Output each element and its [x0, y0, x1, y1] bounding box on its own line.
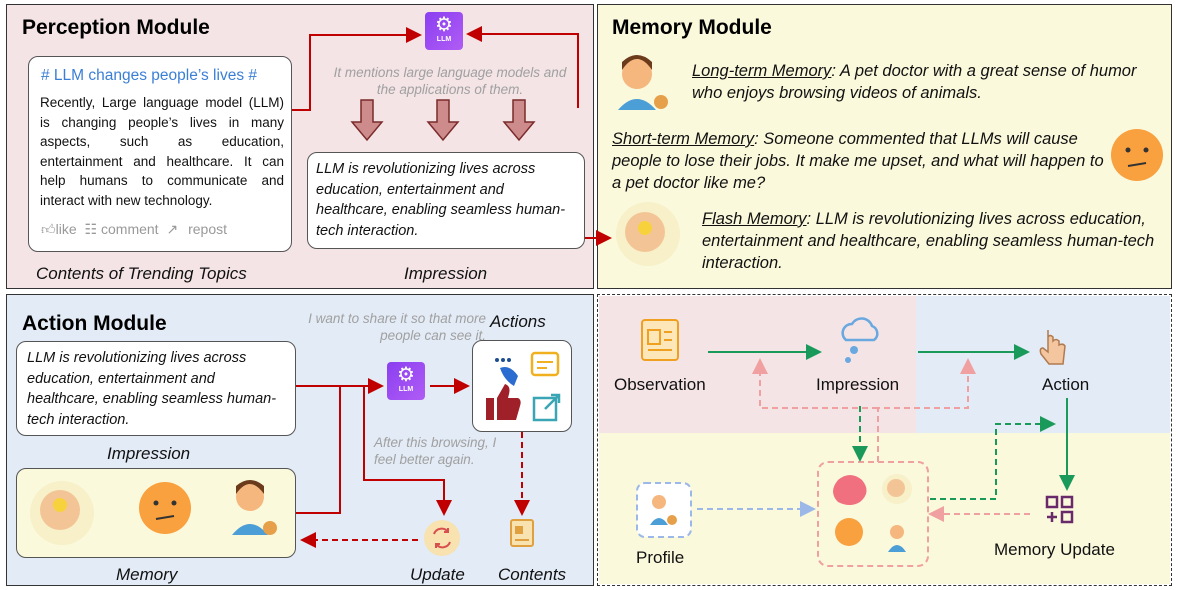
flow-observation-label: Observation [614, 375, 706, 394]
action-arrows [296, 378, 530, 548]
flow-memory-update-label: Memory Update [994, 540, 1115, 559]
impression-card-perception: LLM is revolutionizing lives across educ… [307, 152, 585, 249]
upset-face-icon [1111, 129, 1163, 181]
topic-actions: 👍︎like ☷ comment ↗ repost [41, 221, 227, 238]
repost-icon[interactable]: ↗ [166, 221, 179, 237]
caption-update: Update [410, 565, 465, 584]
memory-module-title: Memory Module [612, 16, 772, 39]
llm-icon-action: ⚙ LLM [387, 362, 425, 400]
flow-icons [636, 317, 1074, 567]
contents-icon [510, 519, 534, 547]
llm-note-perception: It mentions large language models and th… [333, 65, 567, 97]
caption-impression-perception: Impression [404, 264, 488, 283]
flow-bg-yellow [599, 433, 1170, 584]
flow-action-label: Action [1042, 375, 1090, 394]
topic-hashtag: # LLM changes people’s lives # [41, 67, 257, 84]
repost-label[interactable]: repost [188, 221, 228, 237]
trending-topic-card: # LLM changes people’s lives # Recently,… [28, 56, 292, 252]
action-module-title: Action Module [22, 312, 167, 335]
flow-impression-label: Impression [816, 375, 900, 394]
touch-icon [495, 358, 518, 386]
share-icon [532, 393, 561, 422]
long-term-memory: Long-term Memory: A pet doctor with a gr… [692, 60, 1162, 104]
flow-bg-blue [916, 296, 1170, 433]
share-note: I want to share it so that more people c… [308, 311, 486, 343]
caption-memory: Memory [116, 565, 178, 584]
comment-label[interactable]: comment [101, 221, 159, 237]
memory-card-icons [30, 480, 277, 545]
brain-circuit-icon: ⚙ [397, 364, 415, 386]
down-arrows [350, 99, 536, 142]
caption-impression-action: Impression [107, 444, 191, 463]
pet-doctor-icon [618, 55, 668, 110]
like-label[interactable]: like [55, 221, 77, 237]
flash-memory-text: : LLM is revolutionizing lives across ed… [702, 210, 1155, 272]
comment-icon [530, 351, 560, 377]
caption-actions: Actions [490, 312, 546, 331]
thumbs-up-icon [486, 384, 521, 420]
action-tap-icon [1039, 330, 1066, 365]
flow-arrows [697, 344, 1075, 522]
impression-cloud-icon [841, 317, 879, 363]
short-term-memory: Short-term Memory: Someone commented tha… [612, 128, 1107, 194]
observation-icon [641, 319, 679, 361]
perception-arrows [292, 26, 612, 246]
impression-card-action: LLM is revolutionizing lives across educ… [16, 341, 296, 436]
head-bulb-icon [616, 202, 680, 266]
flow-profile-label: Profile [636, 548, 685, 567]
memory-cluster [817, 461, 929, 567]
after-note: After this browsing, I feel better again… [374, 435, 497, 467]
memory-update-icon [1045, 495, 1074, 524]
caption-contents: Contents [498, 565, 567, 584]
flash-memory-label: Flash Memory [702, 210, 807, 228]
like-icon[interactable]: 👍︎ [41, 221, 56, 237]
short-term-memory-text: : Someone commented that LLMs will cause… [612, 130, 1104, 192]
comment-icon[interactable]: ☷ [84, 221, 98, 237]
update-icon [424, 520, 460, 556]
long-term-memory-text: : A pet doctor with a great sense of hum… [692, 62, 1137, 102]
profile-card-icon [636, 482, 692, 538]
short-term-memory-label: Short-term Memory [612, 130, 755, 148]
long-term-memory-label: Long-term Memory [692, 62, 832, 80]
impression-text-action: LLM is revolutionizing lives across educ… [27, 350, 277, 428]
topic-text: Recently, Large language model (LLM) is … [40, 95, 284, 208]
memory-module-panel [597, 4, 1172, 289]
brain-circuit-icon: ⚙ [435, 14, 453, 36]
llm-icon-perception: ⚙ LLM [425, 12, 463, 50]
action-glyphs [486, 351, 561, 422]
flash-memory: Flash Memory: LLM is revolutionizing liv… [702, 208, 1164, 274]
impression-text-perception: LLM is revolutionizing lives across educ… [316, 161, 566, 239]
perception-module-title: Perception Module [22, 16, 210, 39]
caption-trending-topics: Contents of Trending Topics [36, 264, 247, 283]
